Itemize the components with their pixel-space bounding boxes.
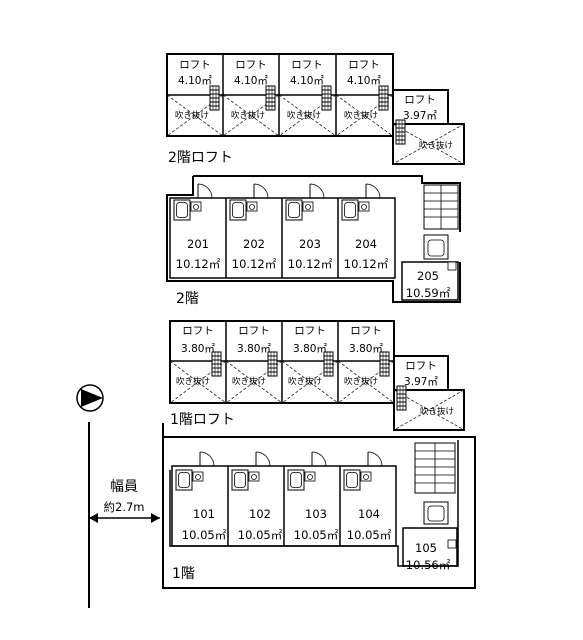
floor1-loft-4-void: 吹き抜け <box>344 376 378 387</box>
floor2-loft-3-void: 吹き抜け <box>287 110 321 121</box>
room-101-number: 101 <box>193 507 215 521</box>
floor2-loft-1-label: ロフト <box>179 59 211 71</box>
room-204-number: 204 <box>355 237 377 251</box>
floor1-end-loft-void: 吹き抜け <box>420 406 454 417</box>
room-202-area: 10.12㎡ <box>232 257 277 271</box>
floor1-loft-3-area: 3.80㎡ <box>293 343 327 355</box>
floor1-loft-4-area: 3.80㎡ <box>349 343 383 355</box>
floor2-loft-3-area: 4.10㎡ <box>290 75 324 87</box>
floor2-loft-1-void: 吹き抜け <box>175 110 209 121</box>
floor1-loft-1-void: 吹き抜け <box>176 376 210 387</box>
room-102-number: 102 <box>249 507 271 521</box>
north-arrow-icon <box>76 384 104 412</box>
road <box>88 422 160 608</box>
room-105-area: 10.56㎡ <box>406 558 451 572</box>
room-204-area: 10.12㎡ <box>344 257 389 271</box>
floor1-end-loft-area: 3.97㎡ <box>404 376 438 388</box>
floor1-loft-1-label: ロフト <box>182 325 214 337</box>
floor1-loft-2-area: 3.80㎡ <box>237 343 271 355</box>
room-105-number: 105 <box>415 541 437 555</box>
floor2-loft-2-label: ロフト <box>235 59 267 71</box>
floor2-loft-plan <box>166 53 465 165</box>
room-203-area: 10.12㎡ <box>288 257 333 271</box>
floor1-loft-title: 1階ロフト <box>170 412 235 428</box>
room-205-number: 205 <box>417 269 439 283</box>
floor2-loft-4-area: 4.10㎡ <box>347 75 381 87</box>
floor2-loft-title: 2階ロフト <box>168 150 233 166</box>
floor2-loft-2-area: 4.10㎡ <box>234 75 268 87</box>
room-201-area: 10.12㎡ <box>176 257 221 271</box>
floor2-loft-4-label: ロフト <box>348 59 380 71</box>
floor1-title: 1階 <box>172 566 195 582</box>
room-203-number: 203 <box>299 237 321 251</box>
room-104-area: 10.05㎡ <box>347 528 392 542</box>
floor2-loft-3-label: ロフト <box>291 59 323 71</box>
floor1-loft-3-label: ロフト <box>294 325 326 337</box>
floor2-end-loft-area: 3.97㎡ <box>403 110 437 122</box>
floor2-loft-1-area: 4.10㎡ <box>178 75 212 87</box>
road-width-label: 幅員 <box>110 479 138 495</box>
floor1-plan <box>162 423 476 589</box>
room-205-area: 10.59㎡ <box>406 286 451 300</box>
floor2-title: 2階 <box>176 291 199 307</box>
floor1-end-loft-label: ロフト <box>405 360 437 372</box>
floor1-loft-1-area: 3.80㎡ <box>181 343 215 355</box>
floor1-loft-3-void: 吹き抜け <box>288 376 322 387</box>
room-101-area: 10.05㎡ <box>182 528 227 542</box>
floor1-loft-2-void: 吹き抜け <box>232 376 266 387</box>
floor1-loft-2-label: ロフト <box>238 325 270 337</box>
arrow-right-icon <box>151 513 160 523</box>
floor2-loft-2-void: 吹き抜け <box>231 110 265 121</box>
room-202-number: 202 <box>243 237 265 251</box>
road-width-value: 約2.7m <box>104 500 145 514</box>
floor2-end-loft-label: ロフト <box>404 94 436 106</box>
arrow-left-icon <box>89 513 98 523</box>
floor2-end-loft-void: 吹き抜け <box>419 140 453 151</box>
floor1-loft-plan <box>169 320 465 431</box>
room-201-number: 201 <box>187 237 209 251</box>
room-104-number: 104 <box>358 507 380 521</box>
floor2-plan <box>166 175 461 303</box>
room-103-number: 103 <box>305 507 327 521</box>
floor2-loft-4-void: 吹き抜け <box>344 110 378 121</box>
room-103-area: 10.05㎡ <box>294 528 339 542</box>
floor1-loft-4-label: ロフト <box>350 325 382 337</box>
room-102-area: 10.05㎡ <box>238 528 283 542</box>
